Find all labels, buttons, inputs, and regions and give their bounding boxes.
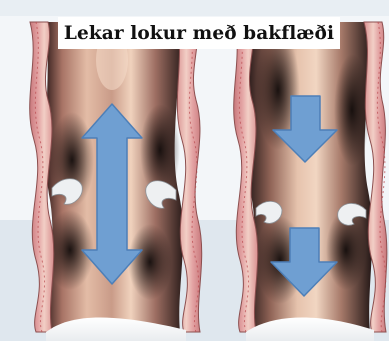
figure-title: Lekar lokur með bakflæði <box>64 23 334 44</box>
title-box: Lekar lokur með bakflæði <box>58 17 340 49</box>
